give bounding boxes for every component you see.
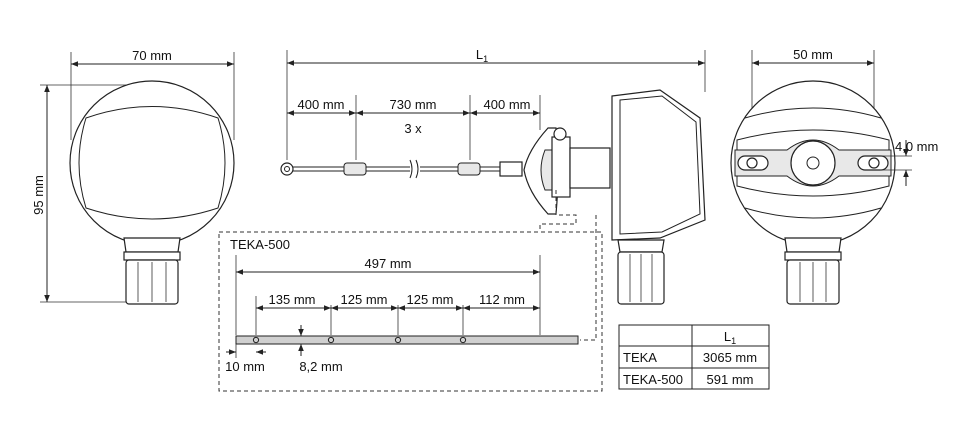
cable-a-label: 400 mm: [298, 97, 345, 112]
center-hub: [790, 140, 836, 186]
teka500-frame: [218, 231, 603, 392]
side-housing: [611, 89, 706, 241]
cable-eyelet: [280, 162, 294, 176]
table-row-model: TEKA-500: [623, 372, 683, 387]
sensor-node: [343, 162, 367, 176]
sensor-strip: [235, 335, 579, 345]
thumb-screw: [553, 127, 567, 141]
slot-width-label: 4,0 mm: [895, 139, 938, 154]
sensor-node: [457, 162, 481, 176]
teka500-offset: 10 mm: [225, 359, 265, 374]
teka500-total: 497 mm: [365, 256, 412, 271]
side-width-label: 50 mm: [793, 47, 833, 62]
length-label: L1: [476, 47, 488, 64]
front-width-label: 70 mm: [132, 48, 172, 63]
repeat-label: 3 x: [404, 121, 422, 136]
front-view: 70 mm 95 mm: [31, 48, 235, 305]
teka500-title: TEKA-500: [230, 237, 290, 252]
cable-c-label: 400 mm: [484, 97, 531, 112]
front-height-label: 95 mm: [31, 175, 46, 215]
cable-b-label: 730 mm: [390, 97, 437, 112]
table-header: L1: [724, 329, 736, 346]
housing-lens: [78, 106, 226, 220]
teka500-height: 8,2 mm: [299, 359, 342, 374]
teka500-seg2: 125 mm: [341, 292, 388, 307]
table-row-model: TEKA: [623, 350, 657, 365]
back-view: 50 mm 4,0 mm: [730, 47, 938, 305]
housing-circle: [69, 80, 235, 246]
side-view: L1 400 mm 730 mm 400 mm 3 x: [280, 47, 706, 341]
table-row-value: 3065 mm: [703, 350, 757, 365]
table-row-value: 591 mm: [707, 372, 754, 387]
teka500-detail: TEKA-500 497 mm 135 mm 125 mm 125 mm 112…: [218, 231, 603, 392]
mounting-hole: [868, 157, 880, 169]
length-table: L1 TEKA 3065 mm TEKA-500 591 mm: [618, 324, 770, 390]
teka500-seg4: 112 mm: [479, 292, 525, 307]
mounting-hole: [746, 157, 758, 169]
teka500-seg3: 125 mm: [407, 292, 454, 307]
teka500-seg1: 135 mm: [269, 292, 316, 307]
